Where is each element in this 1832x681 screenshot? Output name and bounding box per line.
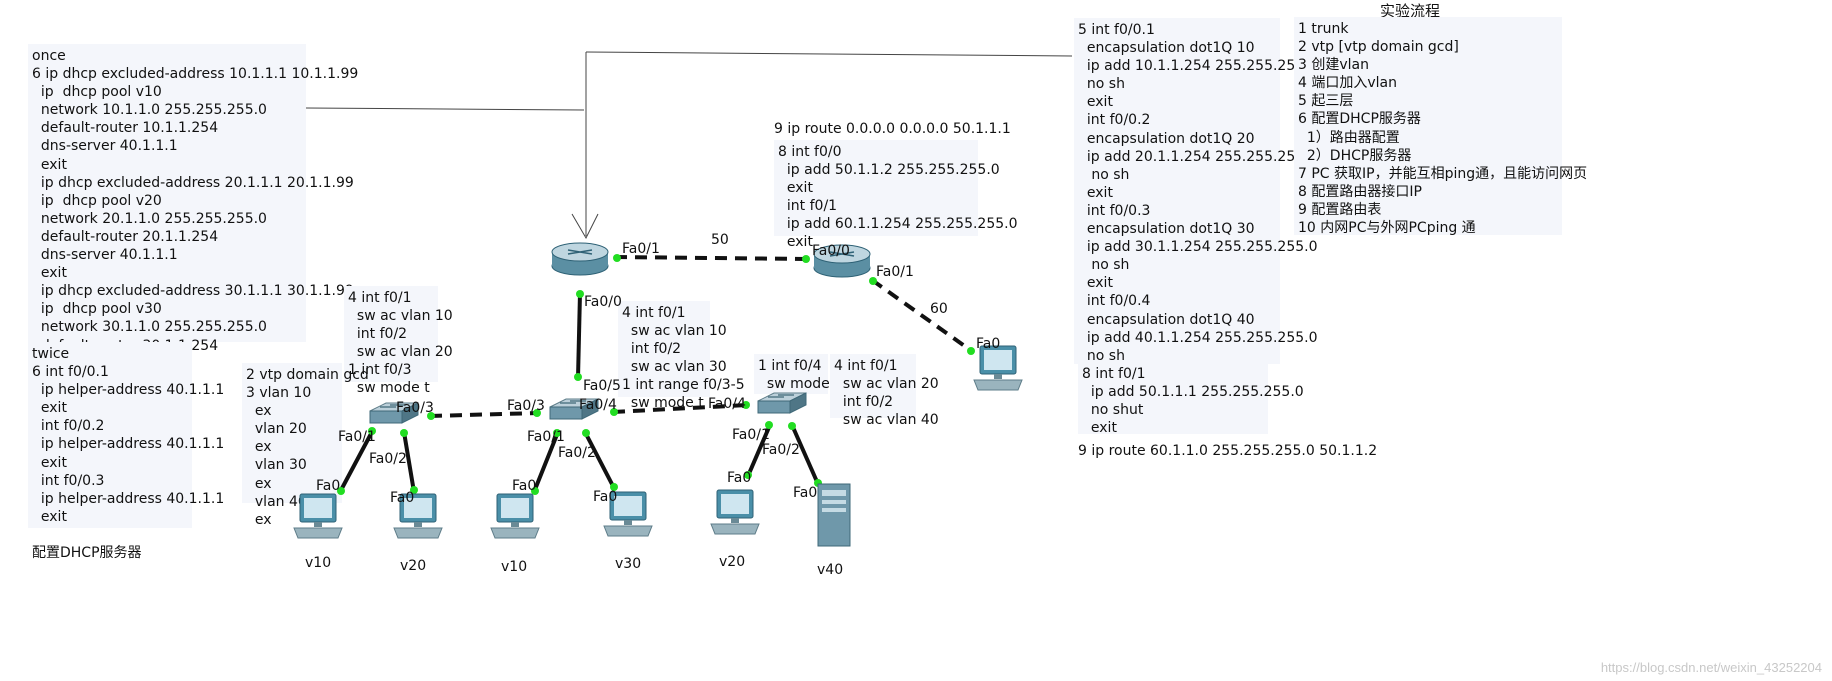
port-label: Fa0/1 <box>876 264 914 280</box>
host-label-pc1: v10 <box>305 555 331 571</box>
switch1-vtp-vlan-note: 2 vtp domain gcd 3 vlan 10 ex vlan 20 ex… <box>242 363 369 528</box>
port-label: Fa0/1 <box>338 429 376 445</box>
host-label-pc3: v10 <box>501 559 527 575</box>
switch1-port-config-note: 4 int f0/1 sw ac vlan 10 int f0/2 sw ac … <box>344 286 453 396</box>
port-label: Fa0/1 <box>622 241 660 257</box>
port-label: Fa0 <box>512 478 536 494</box>
port-label: Fa0/4 <box>579 397 617 413</box>
port-label: Fa0/3 <box>396 400 434 416</box>
port-label: Fa0/1 <box>527 429 565 445</box>
router2-config-note: 8 int f0/0 ip add 50.1.1.2 255.255.255.0… <box>774 140 1018 250</box>
port-label: Fa0/1 <box>732 427 770 443</box>
pc5-icon[interactable] <box>710 489 760 535</box>
port-label: Fa0/5 <box>583 378 621 394</box>
pc3-icon[interactable] <box>490 493 540 539</box>
router-f01-config-note: 8 int f0/1 ip add 50.1.1.1 255.255.255.0… <box>1078 362 1304 436</box>
steps-title: 实验流程 <box>1380 2 1441 20</box>
router-subinterface-config-note: 5 int f0/0.1 encapsulation dot1Q 10 ip a… <box>1074 18 1318 418</box>
port-label: Fa0/2 <box>762 442 800 458</box>
port-label: Fa0 <box>593 489 617 505</box>
port-label: Fa0/2 <box>369 451 407 467</box>
host-label-pc2: v20 <box>400 558 426 574</box>
steps-list: 1 trunk 2 vtp [vtp domain gcd] 3 创建vlan … <box>1294 17 1587 236</box>
link-label-60: 60 <box>930 301 948 317</box>
pc1-icon[interactable] <box>293 493 343 539</box>
port-label: Fa0/3 <box>507 398 545 414</box>
external-pc-icon[interactable] <box>973 345 1023 391</box>
switch3-port-config-note: 4 int f0/1 sw ac vlan 20 int f0/2 sw ac … <box>830 354 939 428</box>
port-label: Fa0 <box>727 470 751 486</box>
topology-links <box>338 255 975 493</box>
port-label: Fa0 <box>316 478 340 494</box>
port-label: Fa0/0 <box>584 294 622 310</box>
link-label-50: 50 <box>711 232 729 248</box>
host-label-pc4: v30 <box>615 556 641 572</box>
host-label-server: v40 <box>817 562 843 578</box>
watermark: https://blog.csdn.net/weixin_43252204 <box>1600 660 1822 675</box>
static-route-note: 9 ip route 60.1.1.0 255.255.255.0 50.1.1… <box>1078 443 1378 459</box>
port-label: Fa0/2 <box>558 445 596 461</box>
port-label: Fa0 <box>976 336 1000 352</box>
switch3-icon[interactable] <box>757 392 807 414</box>
link-endpoints <box>337 254 975 495</box>
router1-icon[interactable] <box>551 242 609 276</box>
default-route-note: 9 ip route 0.0.0.0 0.0.0.0 50.1.1.1 <box>774 121 1011 137</box>
server-icon[interactable] <box>817 483 851 547</box>
port-label: Fa0 <box>793 485 817 501</box>
port-label: Fa0 <box>390 490 414 506</box>
host-label-pc5: v20 <box>719 554 745 570</box>
port-label: Fa0/0 <box>812 243 850 259</box>
port-label: Fa0/4 <box>708 396 746 412</box>
